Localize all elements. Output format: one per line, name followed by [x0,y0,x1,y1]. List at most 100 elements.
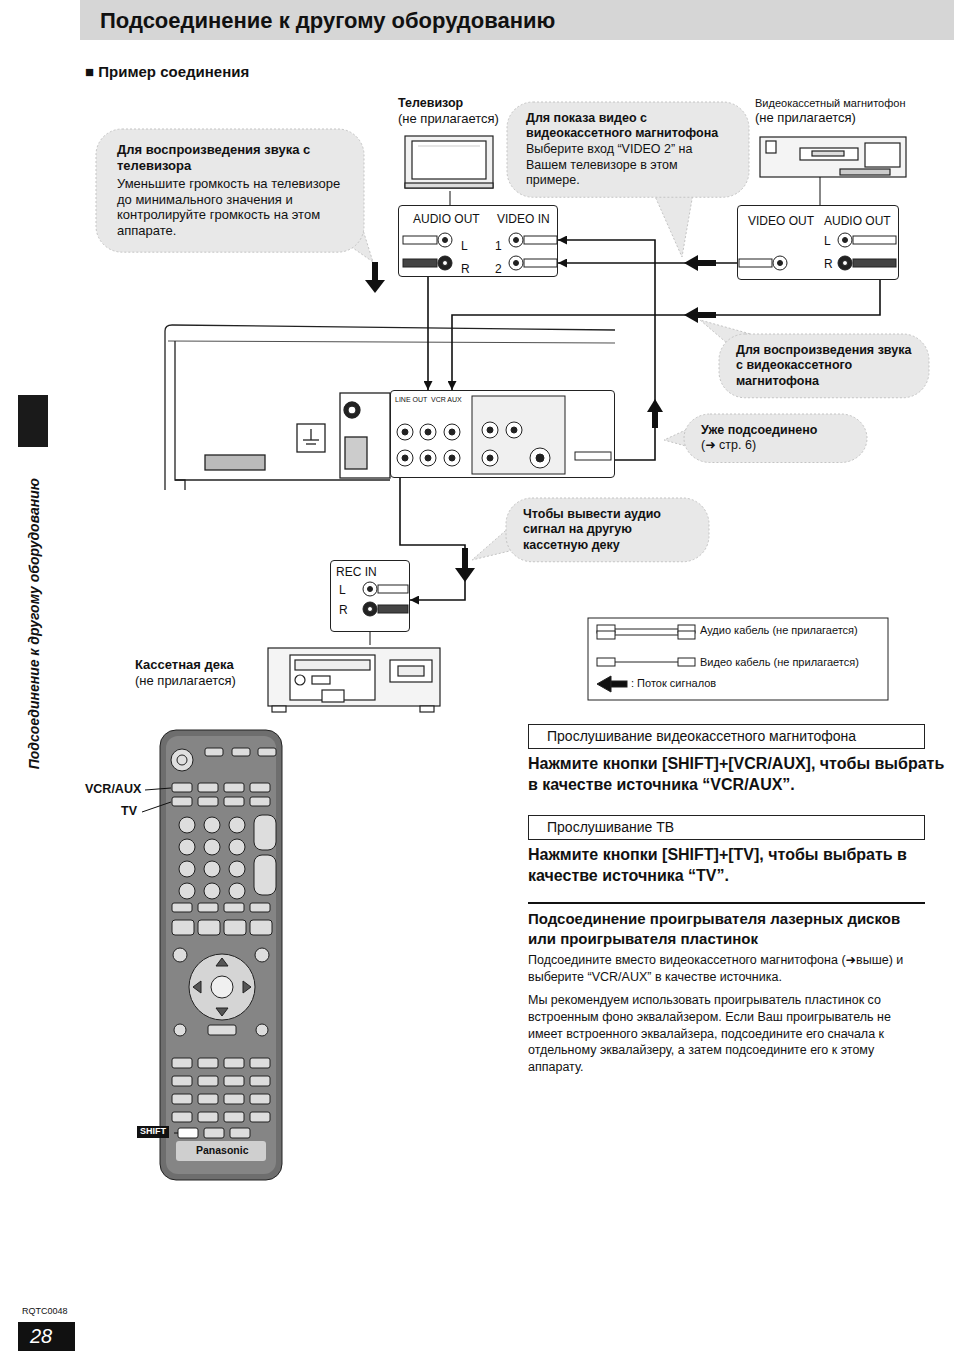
unit-jacks [511,427,517,433]
legend-sample [615,635,678,636]
vcr-jacks [739,233,896,270]
callout-bubble: Для показа видео с видеокассетного магни… [506,101,750,198]
vcr-jacks [838,256,852,270]
unit-rear-panel [340,393,390,478]
unit-jacks [536,454,544,462]
leader-connector [370,632,371,645]
remote-control [254,815,276,850]
remote-control [250,920,272,935]
vcr-illustration [840,169,890,175]
terminal-label: L [461,239,468,254]
section-heading-box: Прослушивание видеокассетного магнитофон… [528,724,925,749]
unit-rear-panel [205,455,265,470]
remote-control [204,1128,224,1138]
tv-illustration [405,136,493,188]
remote-control [198,1058,218,1068]
legend-text: Аудио кабель (не прилагается) [700,624,858,636]
unit-rear-panel [168,341,615,343]
cassette-jacks [378,585,408,593]
cassette-deck-illustration [420,706,434,712]
unit-jacks [487,427,493,433]
unit-rear-panel [306,443,316,444]
node-heading: Телевизор [398,96,503,111]
cassette-deck-illustration [268,648,440,712]
tv-jacks [509,256,523,270]
unit-jacks [420,424,436,440]
cassette-deck-illustration [390,660,432,682]
legend-entry: Аудио кабель (не прилагается) [700,624,858,638]
unit-jacks [482,422,498,438]
terminal-label: R [461,262,470,277]
doc-code: RQTC0048 [22,1306,68,1317]
terminal-label: REC IN [336,565,377,580]
legend-frame [588,618,888,700]
remote-control [172,920,194,935]
cassette-jacks [363,602,377,616]
vcr-device: Видеокассетный магнитофон(не прилагается… [752,97,920,177]
cable-connector [558,240,655,460]
tv-jacks [514,261,519,266]
cassette-deck-illustration [268,648,440,706]
terminal-label: VIDEO IN [497,212,550,227]
vcr-jacks [853,236,896,244]
remote-control [224,1112,244,1122]
remote-control [179,839,195,855]
instruction: Нажмите кнопки [SHIFT]+[TV], чтобы выбра… [528,845,946,887]
title-band [80,0,954,40]
remote-control [224,1076,244,1086]
callout-bubble-shape [506,498,709,562]
cassette-jacks [378,605,408,613]
cable-connector [427,277,429,390]
cassette-jacks [363,582,377,596]
remote-control [178,1128,198,1138]
remote-control [255,948,269,962]
unit-jacks [575,452,611,460]
node-heading: Кассетная дека [135,657,260,673]
vcr-illustration [800,148,858,160]
node-body: (не прилагается) [135,673,260,689]
body-text: Мы рекомендуем использовать проигрывател… [528,992,923,1076]
section-heading: ■ Пример соединения [85,63,249,82]
page-title: Подсоединение к другому оборудованию [100,7,555,35]
vcr-illustration [766,141,776,153]
cassette-terminal-panel: REC INLR [330,560,410,632]
legend-sample [615,662,678,663]
legend-sample [597,676,611,692]
legend-sample [615,629,678,630]
unit-jacks [472,396,565,474]
unit-rear-panel [165,325,615,490]
side-tab-text: Подсоединение к другому оборудованию [26,444,44,804]
remote-control [250,903,270,912]
unit-jacks [402,429,408,435]
legend-sample [597,658,615,666]
legend-text: : Поток сигналов [631,677,716,689]
tv-jacks [403,259,437,267]
remote-control [250,1112,270,1122]
node-body: Выберите вход “VIDEO 2” на Вашем телевиз… [526,142,730,188]
remote-control [160,730,282,1180]
callout-bubble-shape [96,129,364,252]
tv-jacks [443,261,448,266]
callout-bubble: Уже подсоединено(➜ стр. 6) [683,413,868,464]
cassette-deck-device: Кассетная дека(не прилагается) [130,645,445,715]
vcr-jacks [739,259,772,267]
cassette-deck-illustration [295,675,305,685]
leader-line [145,788,171,790]
remote-control [229,861,245,877]
unit-jacks [425,455,431,461]
instruction: Нажмите кнопки [SHIFT]+[VCR/AUX], чтобы … [528,754,946,796]
unit-rear-panel [297,424,325,452]
tv-device: Телевизор(не прилагается) [395,96,503,191]
remote-control [230,1128,250,1138]
tv-illustration [405,136,493,188]
callout-bubble-shape [684,414,867,463]
unit-terminal-panel: LINE OUTVCR AUX [390,390,615,478]
remote-control [172,783,192,792]
unit-jacks [506,422,522,438]
tv-jacks [514,238,519,243]
vcr-jacks [773,256,787,270]
tv-jacks [438,233,452,247]
remote-control [224,783,244,792]
legend-sample [678,658,695,666]
